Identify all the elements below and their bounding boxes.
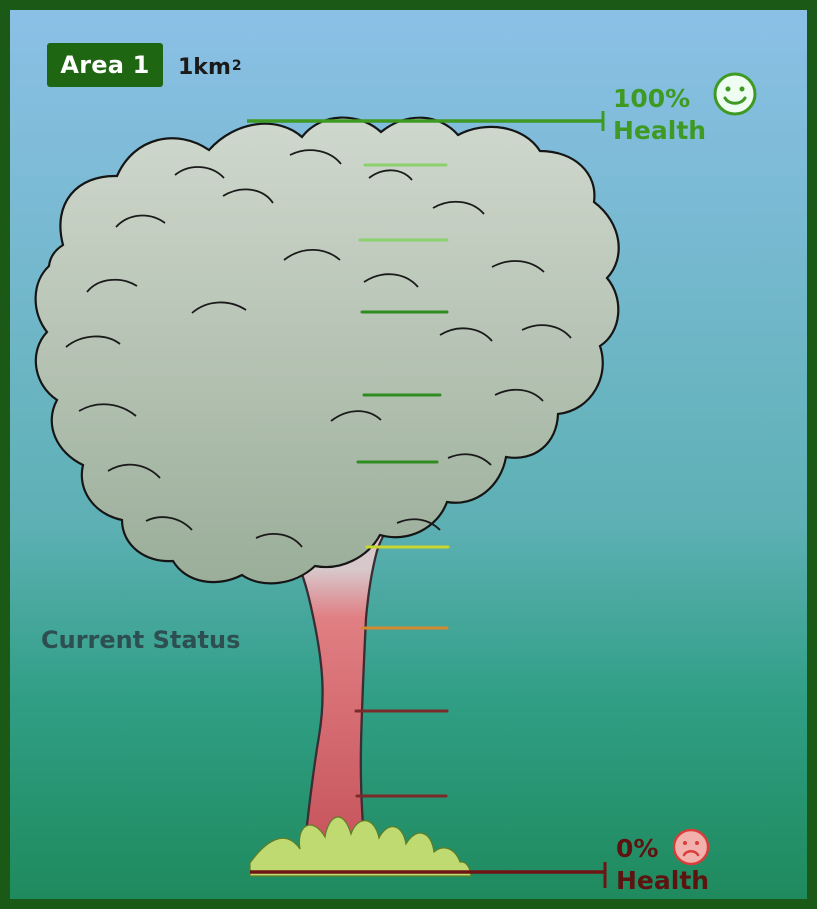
main-panel: Area 1 1km2 100% Health 0% Health Curren… (10, 10, 807, 899)
health-markers (10, 10, 807, 899)
